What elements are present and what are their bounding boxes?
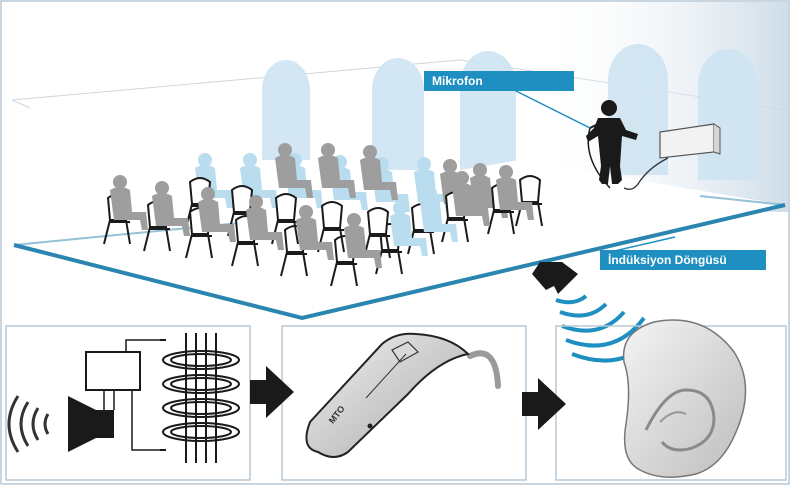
induction-loop-label: İndüksiyon Döngüsü (600, 250, 766, 270)
speaker-icon (68, 396, 114, 452)
microphone-callout-line (509, 87, 591, 129)
amplifier-unit-icon (623, 123, 721, 190)
amplifier-box-icon (85, 339, 166, 451)
sound-waves-icon (7, 395, 50, 453)
coil-icon (160, 333, 240, 463)
arrow-down-icon (532, 262, 578, 294)
loop-callout-line (609, 236, 676, 253)
microphone-label: Mikrofon (424, 71, 574, 91)
microphone-icon (587, 121, 611, 189)
arrow-right-icon (250, 366, 294, 418)
room-scene (11, 2, 788, 363)
arrow-right-icon (522, 378, 566, 430)
hearing-aid-icon (305, 332, 501, 458)
speaker-figure (586, 100, 638, 184)
induction-loop-cable (13, 203, 786, 321)
ear-icon (622, 319, 747, 478)
